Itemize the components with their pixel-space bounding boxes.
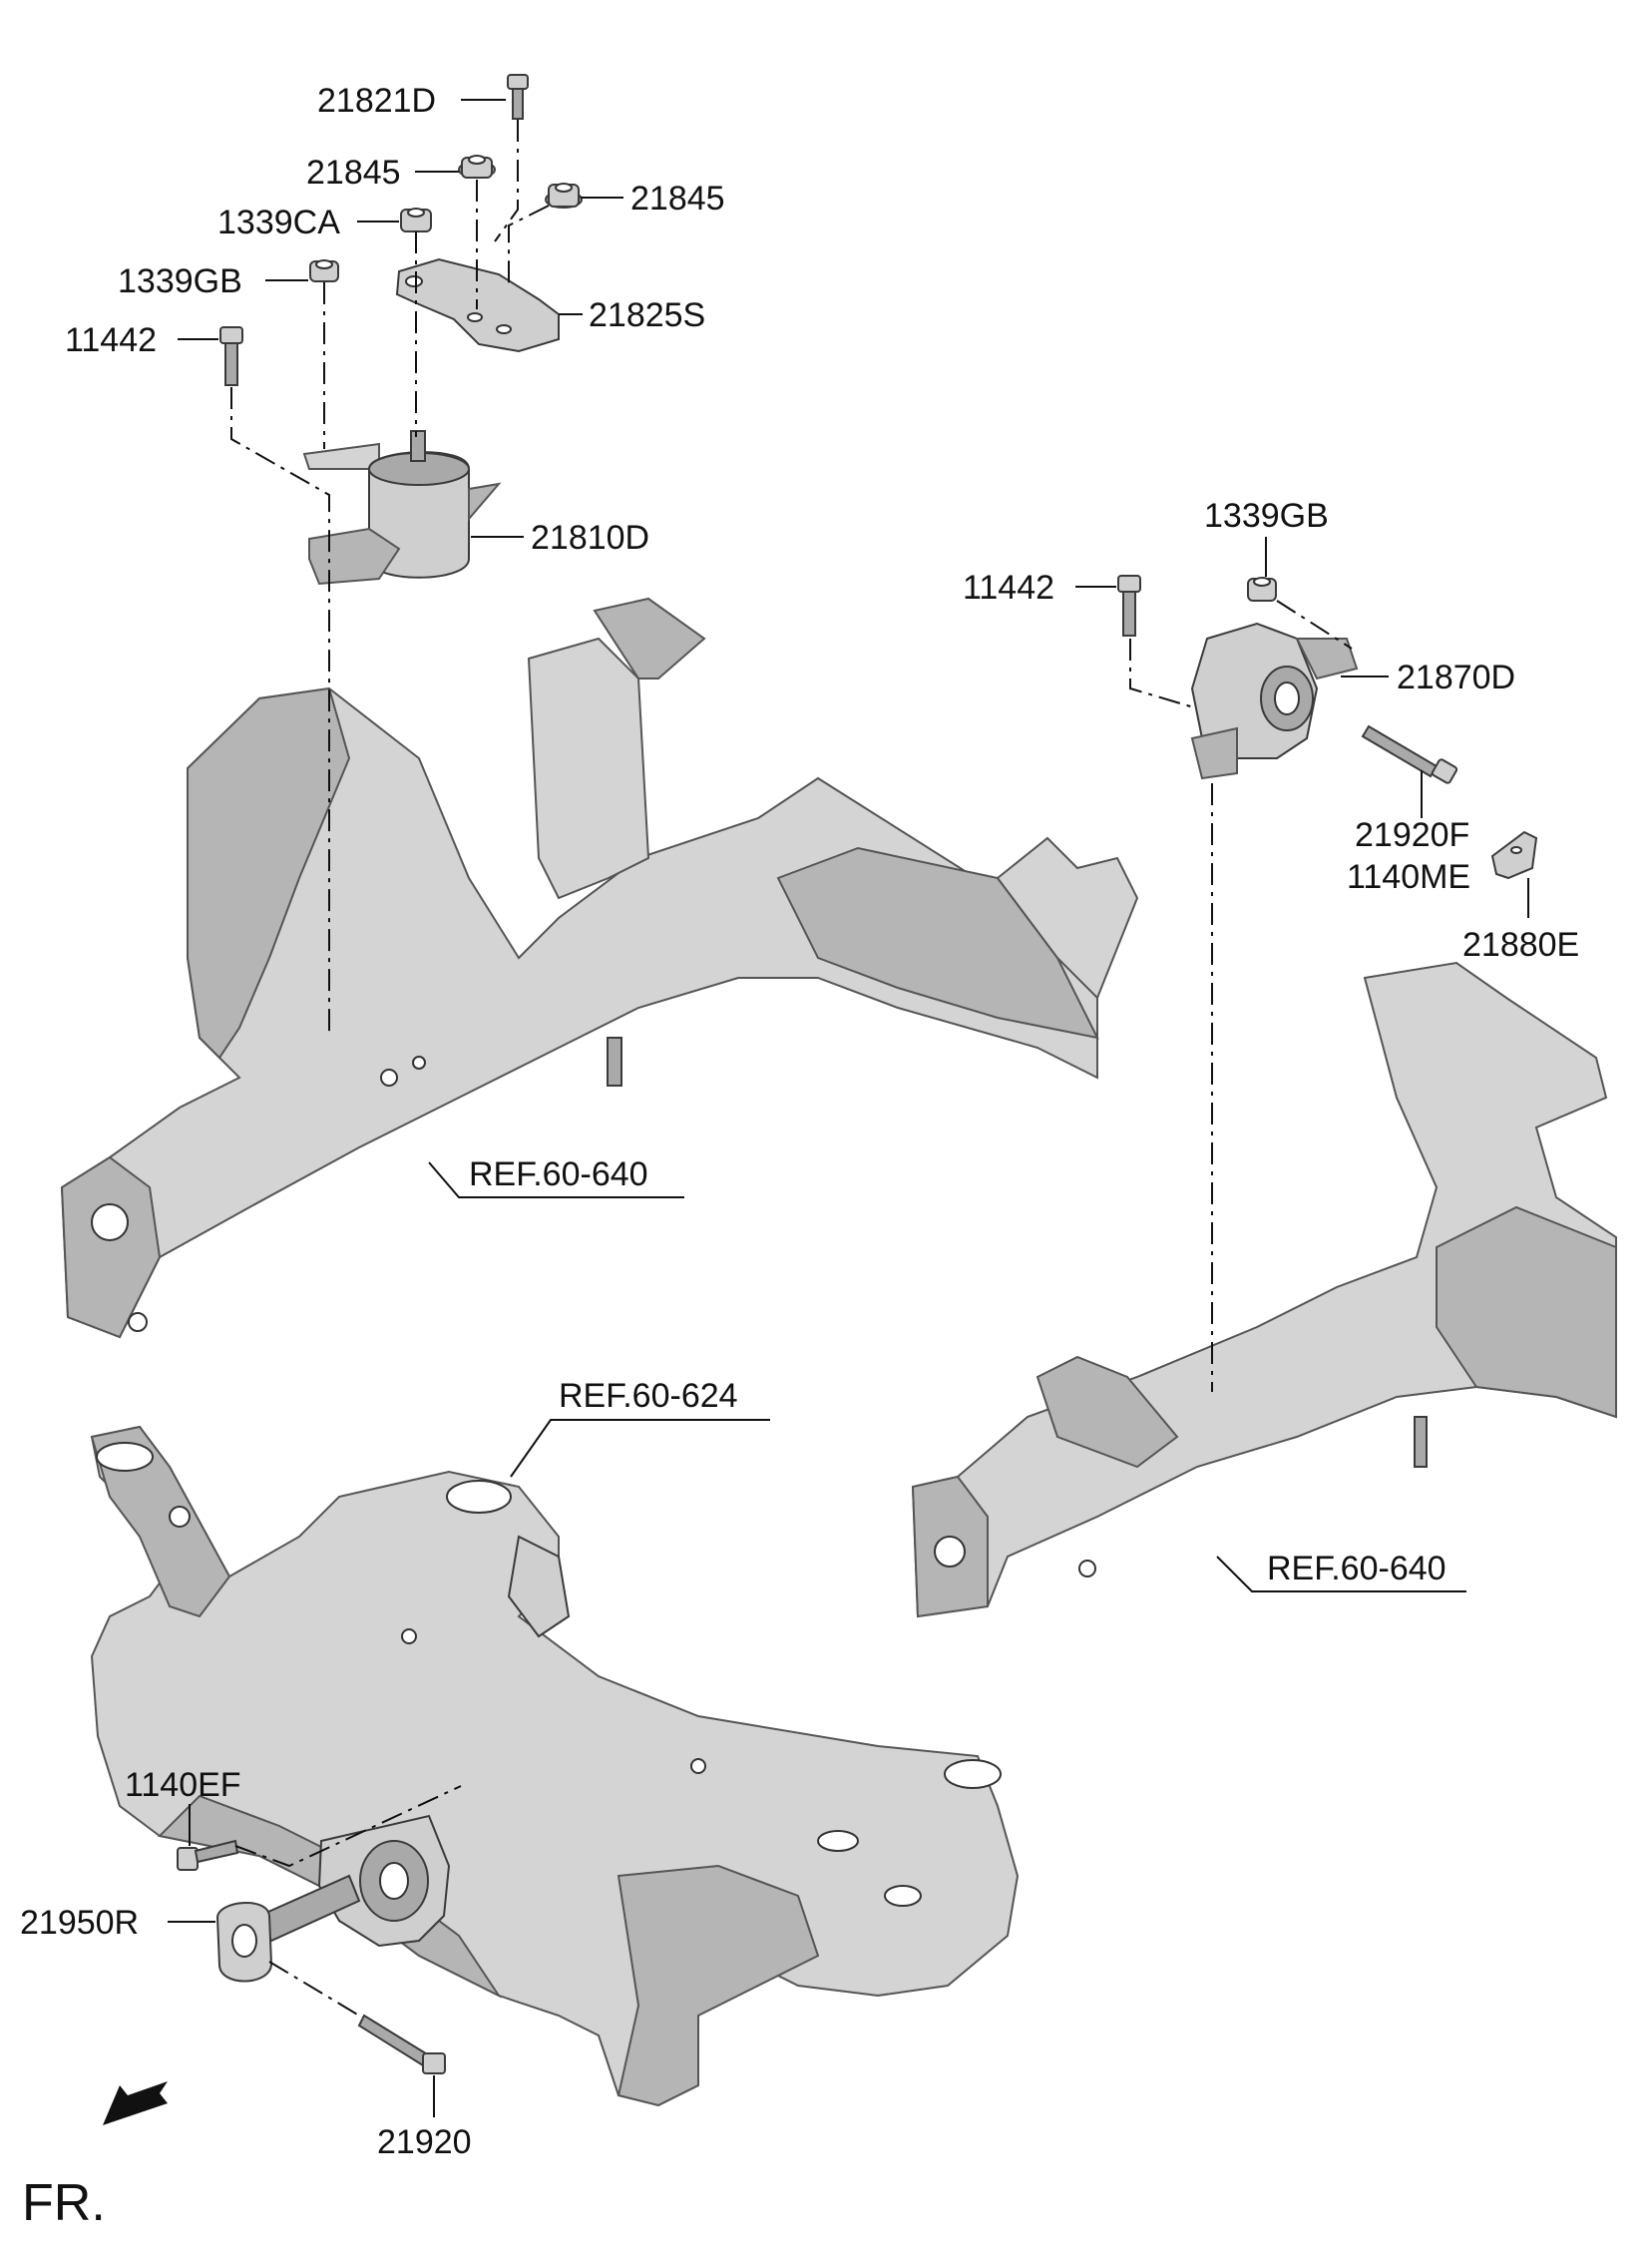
ref-right-side-member: REF.60-640 <box>1267 1550 1446 1587</box>
callout-1339CA: 1339CA <box>217 204 340 241</box>
callout-21810D: 21810D <box>531 519 649 557</box>
callout-1140EF: 1140EF <box>125 1766 241 1804</box>
bolt-11442-left <box>219 326 243 386</box>
bracket-21880E <box>1490 830 1538 880</box>
callout-1339GB-left: 1339GB <box>118 262 242 300</box>
bolt-21920F <box>1361 724 1458 784</box>
callout-11442-right: 11442 <box>963 569 1054 607</box>
callout-labels: 21821D 21845 21845 1339CA 1339GB 11442 2… <box>20 82 1579 2161</box>
callout-21825S: 21825S <box>589 296 705 334</box>
callout-21920: 21920 <box>377 2123 472 2161</box>
leader-lines <box>168 99 1529 2117</box>
front-direction-indicator: FR. <box>22 2081 168 2232</box>
bolt-1140EF <box>177 1839 239 1871</box>
right-side-member <box>911 961 1617 1618</box>
callout-11442-left: 11442 <box>65 321 157 359</box>
ref-left-side-member: REF.60-640 <box>469 1155 648 1193</box>
callout-21870D: 21870D <box>1397 659 1515 696</box>
nut-1339GB-left <box>309 259 339 282</box>
callout-21821D: 21821D <box>317 82 436 120</box>
roll-rod-21950R <box>215 1814 451 1983</box>
callout-1339GB-right: 1339GB <box>1204 497 1329 535</box>
assembly-guide-lines <box>230 120 1353 2017</box>
nut-1339CA <box>400 208 432 232</box>
callout-1140ME: 1140ME <box>1347 858 1470 896</box>
bolt-11442-right <box>1117 575 1141 637</box>
bolt-21920 <box>357 2014 446 2074</box>
nut-21845-left <box>458 155 496 179</box>
ref-front-crossmember: REF.60-624 <box>559 1377 738 1415</box>
front-label: FR. <box>22 2174 106 2232</box>
front-arrow-icon <box>103 2081 168 2125</box>
nut-21845-right <box>545 183 583 209</box>
callout-21920F: 21920F <box>1355 816 1469 854</box>
transmission-mount-21870D <box>1190 622 1359 780</box>
reference-labels: REF.60-640 REF.60-624 REF.60-640 <box>469 1155 1446 1587</box>
bolt-21821D <box>507 74 529 120</box>
callout-21950R: 21950R <box>20 1904 139 1942</box>
callout-21880E: 21880E <box>1462 926 1579 964</box>
callout-21845-right: 21845 <box>630 180 725 218</box>
left-side-member <box>60 597 1139 1339</box>
callout-21845-left: 21845 <box>306 154 401 192</box>
front-crossmember <box>90 1425 1020 2107</box>
nut-1339GB-right <box>1247 577 1277 602</box>
engine-mount-21810D <box>302 430 502 586</box>
